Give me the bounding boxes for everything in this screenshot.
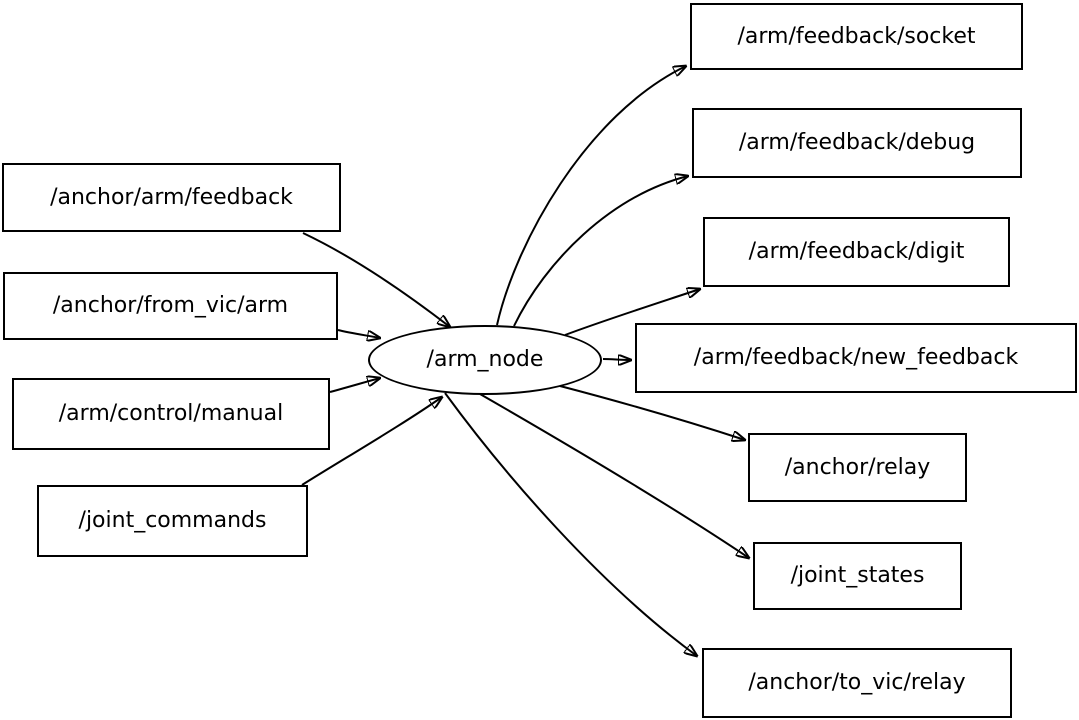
topic-node-arm-feedback-debug: /arm/feedback/debug: [692, 108, 1022, 178]
edge-arm-node-to-anchor-relay: [559, 385, 745, 440]
topic-label: /arm/feedback/digit: [748, 239, 965, 264]
topic-label: /joint_states: [790, 563, 925, 588]
topic-node-arm-control-manual: /arm/control/manual: [12, 378, 330, 450]
topic-label: /arm/feedback/socket: [737, 23, 976, 49]
node-label: /arm_node: [426, 347, 544, 372]
edge-arm-node-to-arm-feedback-new-feedback: [602, 359, 631, 360]
edge-arm-control-manual-to-arm-node: [329, 378, 380, 393]
edge-anchor-from-vic-arm-to-arm-node: [337, 329, 380, 338]
topic-node-arm-feedback-new-feedback: /arm/feedback/new_feedback: [635, 323, 1077, 393]
topic-label: /anchor/relay: [784, 454, 931, 480]
ros-node-arm-node: /arm_node: [368, 325, 602, 395]
edge-arm-node-to-joint-states: [479, 393, 749, 558]
topic-label: /arm/feedback/new_feedback: [693, 345, 1019, 370]
topic-node-joint-commands: /joint_commands: [37, 485, 308, 557]
edge-anchor-arm-feedback-to-arm-node: [302, 232, 450, 327]
topic-label: /arm/control/manual: [58, 401, 284, 426]
edge-arm-node-to-anchor-to-vic-relay: [444, 392, 697, 656]
topic-node-anchor-arm-feedback: /anchor/arm/feedback: [2, 163, 341, 232]
topic-node-arm-feedback-socket: /arm/feedback/socket: [690, 3, 1023, 70]
edge-joint-commands-to-arm-node: [301, 397, 442, 486]
topic-label: /anchor/to_vic/relay: [748, 670, 966, 695]
topic-label: /joint_commands: [78, 508, 267, 533]
topic-node-arm-feedback-digit: /arm/feedback/digit: [703, 217, 1010, 287]
topic-label: /arm/feedback/debug: [738, 130, 976, 155]
edge-arm-node-to-arm-feedback-digit: [564, 289, 700, 336]
topic-node-anchor-relay: /anchor/relay: [748, 433, 967, 502]
topic-node-anchor-from-vic-arm: /anchor/from_vic/arm: [3, 272, 338, 340]
topic-label: /anchor/arm/feedback: [50, 184, 293, 210]
edge-arm-node-to-arm-feedback-socket: [496, 66, 686, 326]
edge-arm-node-to-arm-feedback-debug: [513, 176, 688, 327]
topic-node-anchor-to-vic-relay: /anchor/to_vic/relay: [702, 648, 1012, 718]
topic-node-joint-states: /joint_states: [753, 542, 962, 610]
topic-label: /anchor/from_vic/arm: [52, 293, 289, 318]
